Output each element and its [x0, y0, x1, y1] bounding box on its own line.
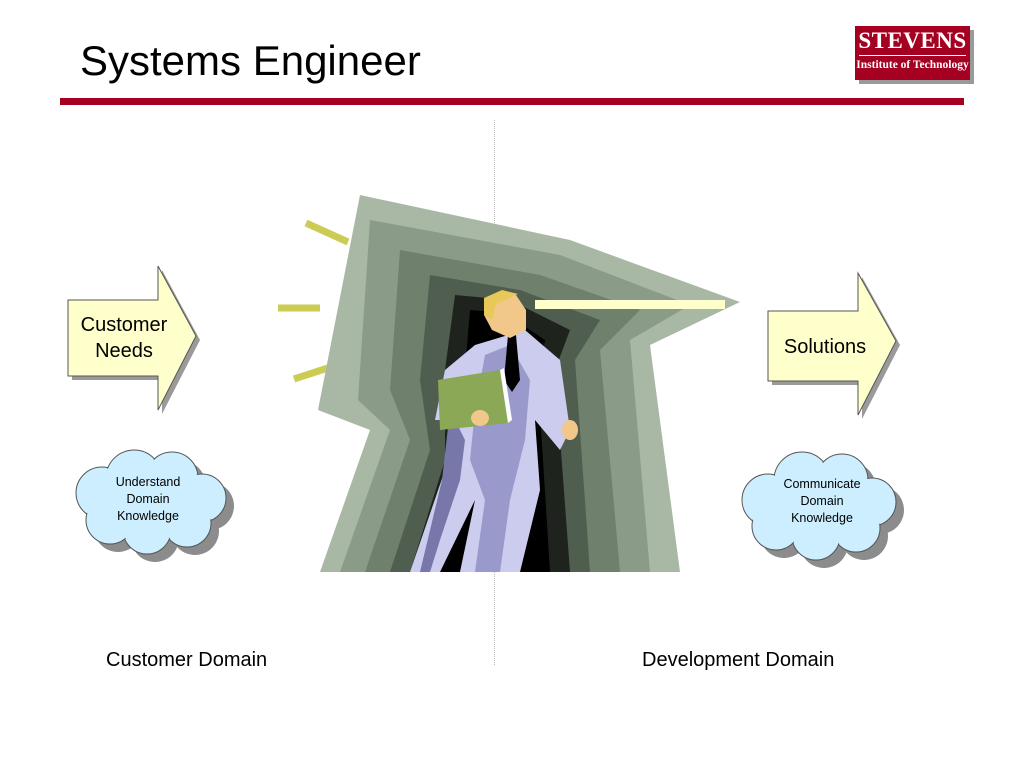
customer-domain-label: Customer Domain: [106, 649, 268, 671]
title-underline: [60, 98, 964, 105]
stevens-logo: STEVENS Institute of Technology: [855, 26, 970, 80]
logo-name: STEVENS: [858, 28, 967, 53]
systems-engineer-figure: [278, 195, 740, 572]
communicate-domain-knowledge-label: Communicate Domain Knowledge: [783, 477, 861, 525]
communicate-cloud: [741, 451, 904, 568]
customer-needs-arrow: [67, 265, 200, 414]
development-domain-label: Development Domain: [642, 649, 835, 671]
solutions-arrow: [767, 271, 900, 419]
logo-subtitle: Institute of Technology: [856, 59, 969, 71]
engineer-person: [410, 290, 578, 572]
slide-title: Systems Engineer: [80, 37, 421, 84]
understand-cloud: [75, 449, 234, 562]
understand-domain-knowledge-label: Understand Domain Knowledge: [115, 475, 181, 523]
solutions-label: Solutions: [783, 336, 867, 358]
logo-divider: [859, 55, 966, 56]
customer-needs-label: Customer Needs: [80, 314, 168, 362]
